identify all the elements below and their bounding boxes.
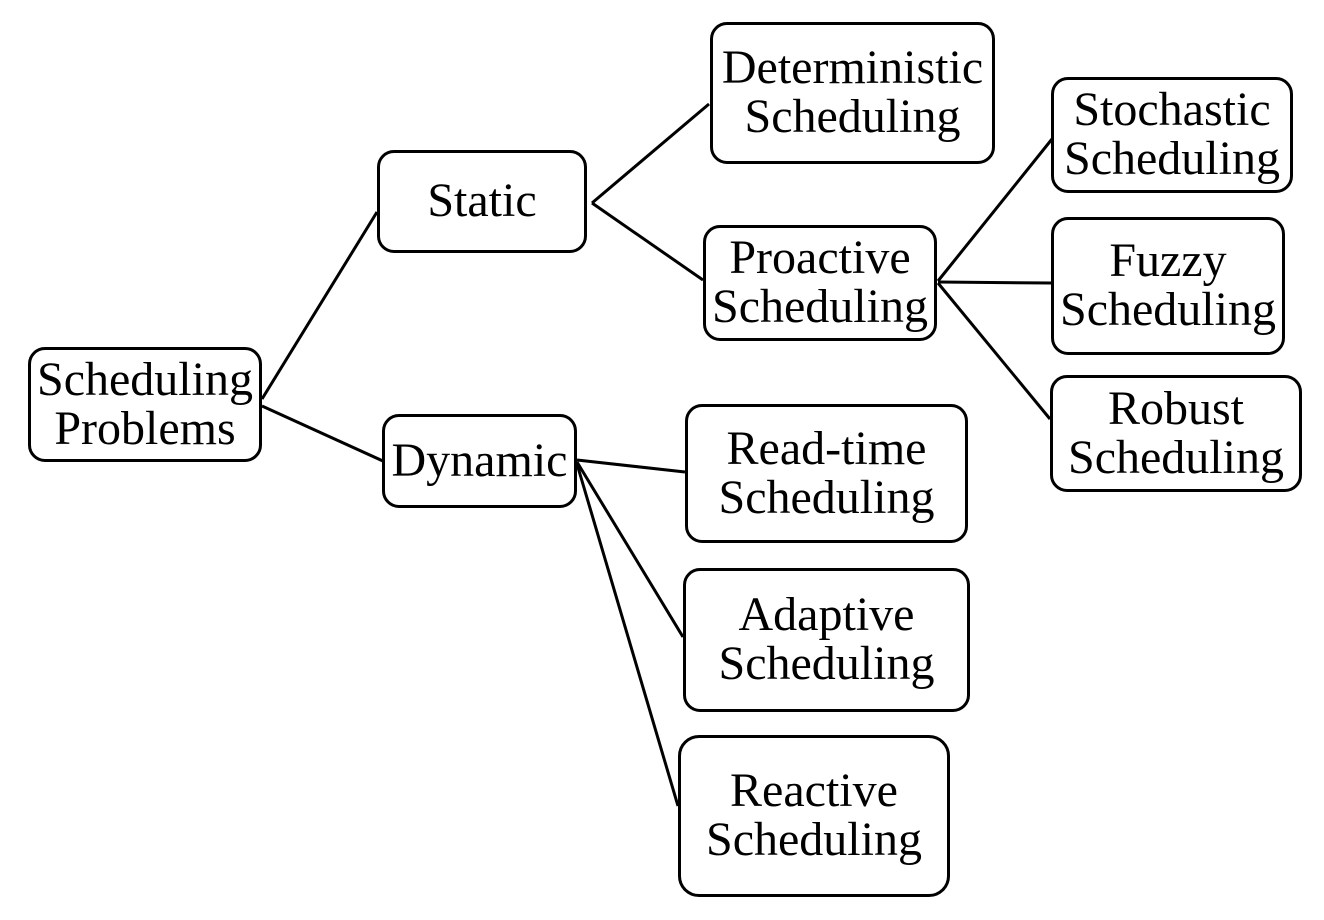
edge-root-static [260, 211, 379, 400]
edge-proactive-stochastic [936, 138, 1054, 282]
node-stochastic-scheduling: Stochastic Scheduling [1051, 77, 1293, 193]
node-scheduling-problems-label: Scheduling Problems [37, 352, 253, 455]
node-adaptive-scheduling-label: Adaptive Scheduling [718, 588, 935, 690]
edge-dynamic-reactive [575, 463, 680, 807]
node-stochastic-scheduling-label: Stochastic Scheduling [1064, 83, 1280, 185]
node-fuzzy-scheduling: Fuzzy Scheduling [1051, 217, 1285, 355]
node-proactive-scheduling-label: Proactive Scheduling [712, 231, 928, 333]
edge-proactive-fuzzy [937, 280, 1052, 285]
node-reactive-scheduling: Reactive Scheduling [678, 735, 950, 897]
node-adaptive-scheduling: Adaptive Scheduling [683, 568, 970, 712]
edge-static-deterministic [591, 102, 710, 205]
node-fuzzy-scheduling-label: Fuzzy Scheduling [1060, 234, 1276, 336]
node-dynamic-label: Dynamic [391, 433, 568, 487]
node-read-time-scheduling: Read-time Scheduling [685, 404, 968, 543]
node-proactive-scheduling: Proactive Scheduling [703, 225, 937, 341]
edge-static-proactive [591, 201, 704, 282]
node-deterministic-scheduling-label: Deterministic Scheduling [721, 41, 984, 143]
edge-dynamic-readtime [576, 458, 686, 474]
node-reactive-scheduling-label: Reactive Scheduling [706, 764, 922, 866]
node-scheduling-problems: Scheduling Problems [28, 347, 262, 462]
edge-proactive-robust [936, 282, 1052, 420]
node-read-time-scheduling-label: Read-time Scheduling [718, 421, 935, 524]
edge-root-dynamic [261, 404, 384, 463]
node-dynamic: Dynamic [382, 414, 577, 508]
edge-dynamic-adaptive [575, 461, 685, 638]
node-deterministic-scheduling: Deterministic Scheduling [710, 22, 995, 164]
node-static-label: Static [427, 174, 537, 228]
node-robust-scheduling-label: Robust Scheduling [1068, 381, 1284, 484]
node-robust-scheduling: Robust Scheduling [1050, 375, 1302, 492]
node-static: Static [377, 150, 587, 253]
